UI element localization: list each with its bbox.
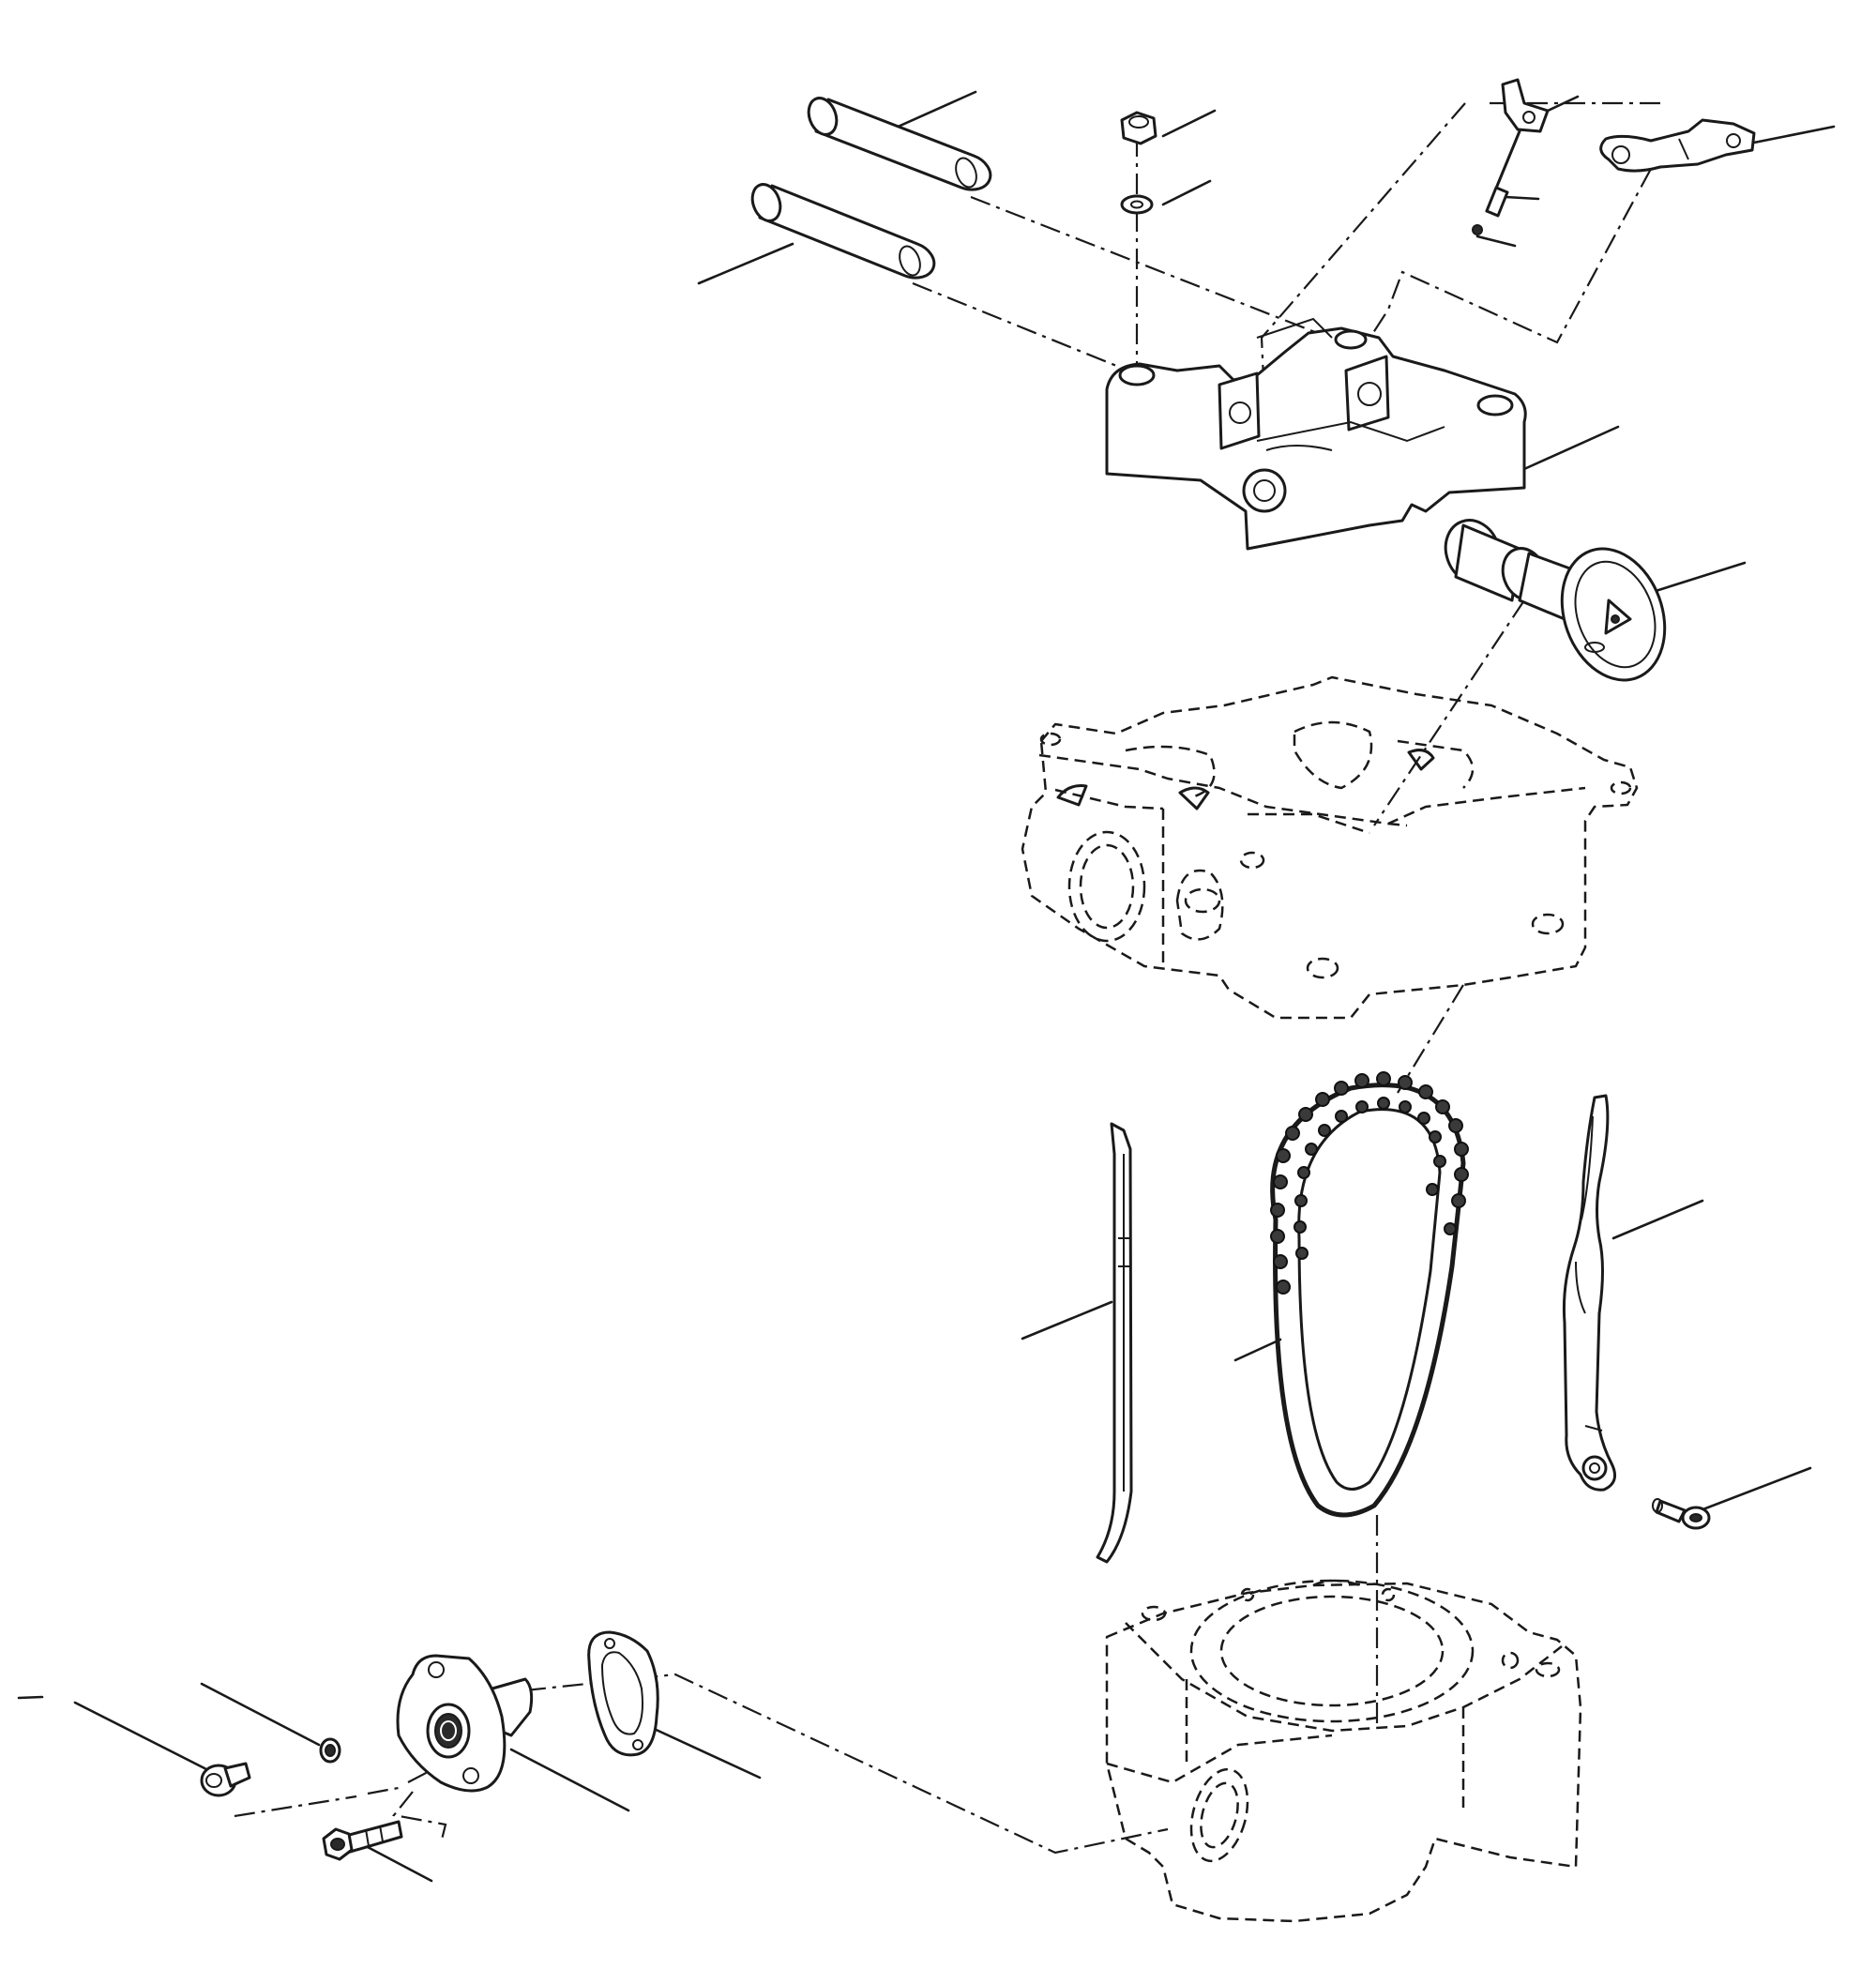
assembly-center-lines	[234, 101, 1660, 1855]
guide-rail-icon	[1096, 1122, 1133, 1564]
washer-icon	[319, 1737, 341, 1764]
rocker-shaft-icon	[807, 97, 992, 191]
callout-leader-lines	[17, 90, 1836, 1883]
gasket-icon	[587, 1630, 659, 1757]
chain-links	[1270, 1071, 1469, 1295]
rocker-arm-icon	[1501, 78, 1550, 133]
chain-icon	[1270, 1071, 1469, 1518]
bracket-icon	[1105, 317, 1527, 551]
screw-icon	[1472, 129, 1521, 235]
sprocket-icon	[1444, 519, 1667, 682]
rocker-arm-icon	[1599, 118, 1756, 173]
rocker-shaft-icon	[750, 183, 936, 280]
hex-nut-icon	[1120, 111, 1157, 145]
cylinder-head-outline	[1021, 675, 1639, 1020]
bolt-icon	[1652, 1498, 1711, 1530]
tensioner-icon	[396, 1654, 534, 1793]
slider-icon	[1562, 1094, 1617, 1492]
washer-icon	[1120, 194, 1154, 215]
bolt-icon	[322, 1820, 403, 1861]
cylinder-outline	[1105, 1579, 1582, 1923]
bolt-icon	[200, 1762, 251, 1797]
